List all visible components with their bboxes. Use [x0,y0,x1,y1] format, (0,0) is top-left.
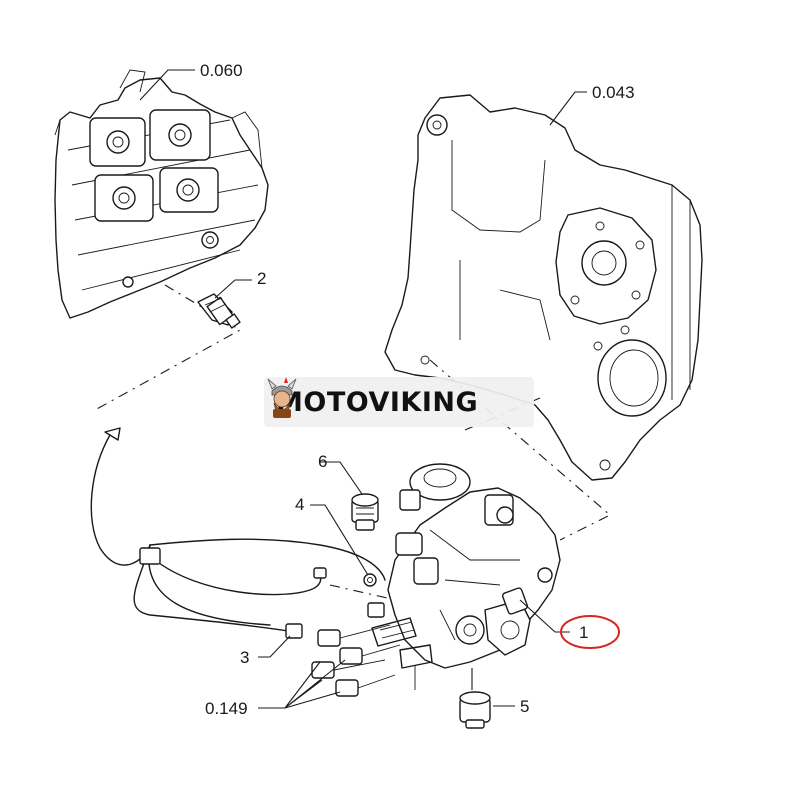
cylinder-head-drawing [54,69,269,319]
brand-watermark: MOTOVIKING [264,377,534,427]
fitting-drawing [363,573,377,587]
callout-connectors: 0.149 [205,699,248,718]
brand-name: MOTOVIKING [276,386,479,418]
pump-callout-highlight [560,615,620,649]
callout-gear-housing: 0.043 [592,83,635,102]
wiring-harness-drawing [90,427,386,639]
callout-sensor: 2 [257,269,266,288]
callout-plug-bottom: 5 [520,697,529,716]
callout-cap-top: 6 [318,452,327,471]
callout-fitting: 4 [295,495,304,514]
callout-cylinder-head: 0.060 [200,61,243,80]
leader-lines [139,69,587,709]
callout-harness: 3 [240,648,249,667]
injection-pump-drawing [367,463,561,690]
callout-pump: 1 [579,623,588,642]
connectors-drawing [311,624,401,697]
viking-mascot-icon [267,377,297,418]
plug-bottom-drawing [459,691,491,729]
gear-housing-drawing [384,94,703,481]
sensor-drawing [197,293,241,329]
cap-top-drawing [351,493,379,531]
